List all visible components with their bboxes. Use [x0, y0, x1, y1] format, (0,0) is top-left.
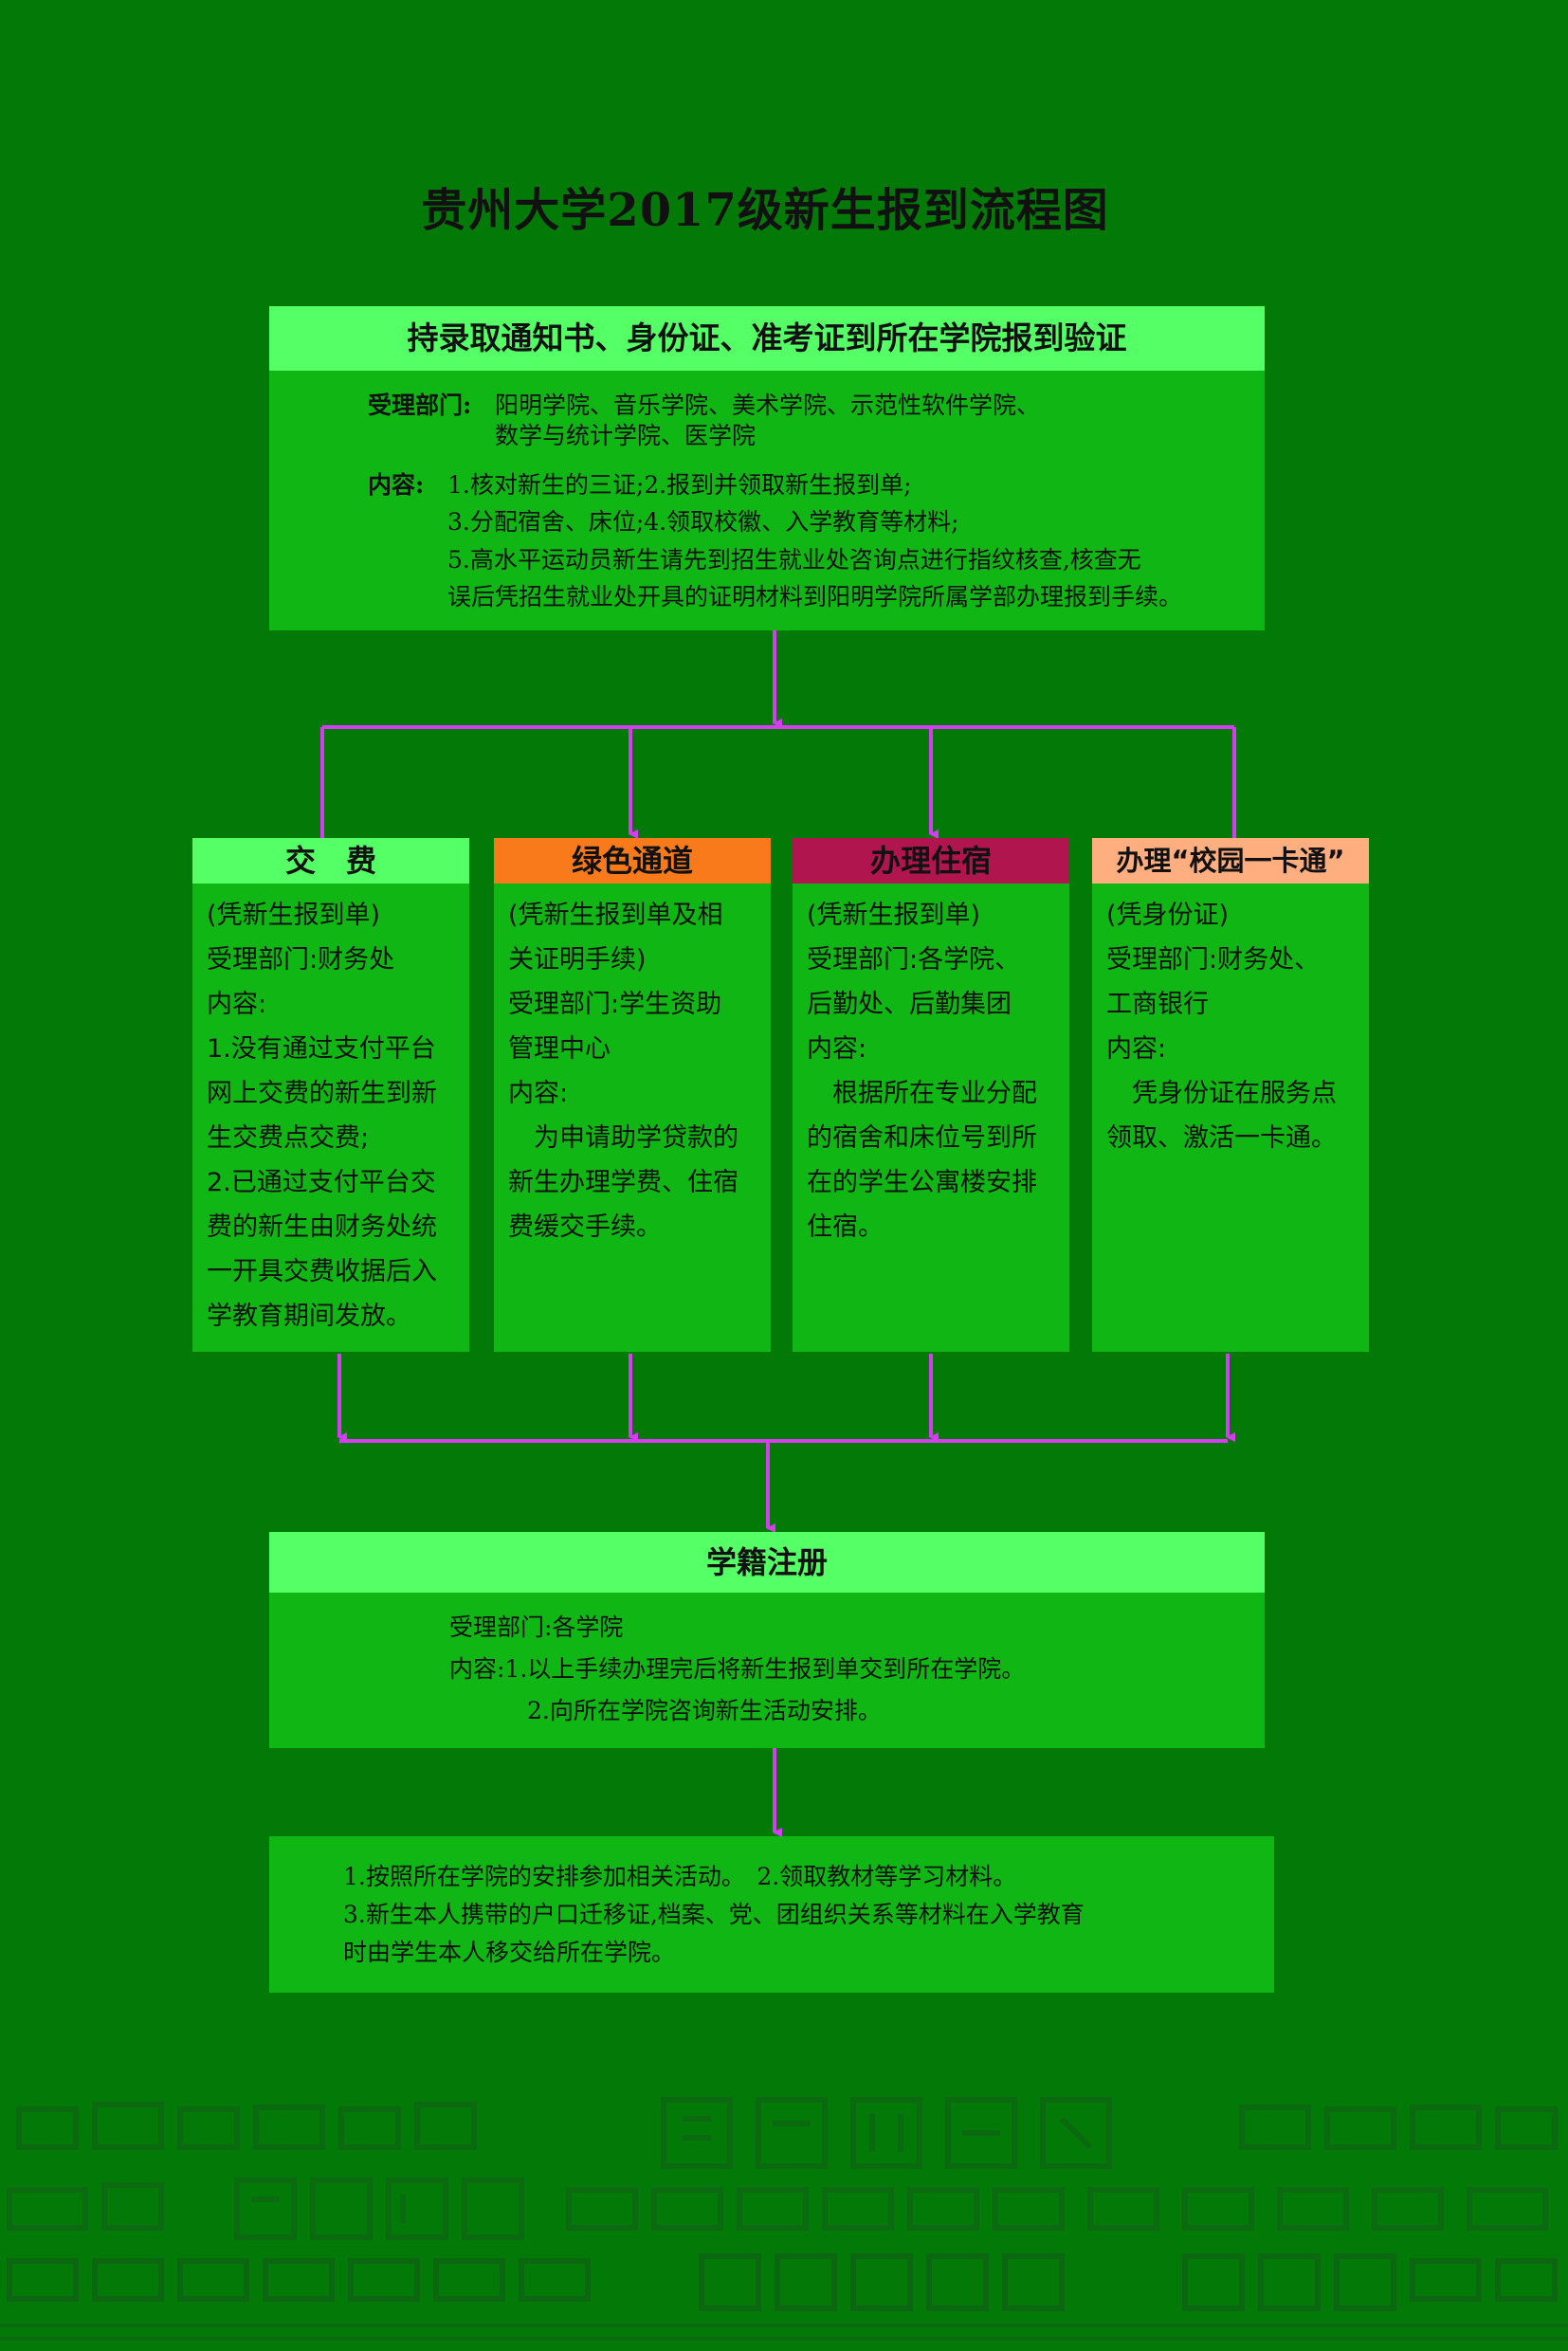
- step1-dept-label: 受理部门:: [368, 392, 472, 419]
- column-line: 费的新生由财务处统: [207, 1212, 437, 1242]
- column-header: 绿色通道: [494, 838, 771, 884]
- column-body: (凭新生报到单) 受理部门:各学院、 后勤处、后勤集团 内容: 根据所在专业分配…: [793, 884, 1069, 1249]
- column-line: 受理部门:财务处、: [1106, 945, 1321, 975]
- column-line: 工商银行: [1106, 990, 1209, 1019]
- column-line: 1.没有通过支付平台: [207, 1034, 436, 1064]
- page-title: 贵州大学2017级新生报到流程图: [0, 173, 1568, 239]
- column-line: 受理部门:各学院、: [807, 945, 1021, 975]
- step1-content-line3: 5.高水平运动员新生请先到招生就业处咨询点进行指纹核查,核查无: [447, 546, 1141, 574]
- column-line: 后勤处、后勤集团: [807, 990, 1012, 1019]
- final-line3: 时由学生本人移交给所在学院。: [343, 1939, 676, 1966]
- column-line: 学教育期间发放。: [207, 1302, 411, 1331]
- column-line: (凭新生报到单): [207, 901, 381, 930]
- column-line: 根据所在专业分配: [807, 1079, 1037, 1108]
- step1-content-line4: 误后凭招生就业处开具的证明材料到阳明学院所属学部办理报到手续。: [447, 583, 1183, 611]
- step1-dept-line1: 阳明学院、音乐学院、美术学院、示范性软件学院、: [495, 392, 1041, 419]
- registration-header: 学籍注册: [269, 1532, 1265, 1593]
- decorative-calligraphy-pattern: [0, 2097, 1568, 2341]
- column-line: 凭身份证在服务点: [1106, 1079, 1337, 1108]
- column-body: (凭新生报到单及相 关证明手续) 受理部门:学生资助 管理中心 内容: 为申请助…: [494, 884, 771, 1249]
- pattern-row-1: [16, 2097, 1558, 2169]
- registration-dept: 受理部门:各学院: [449, 1613, 624, 1641]
- column-line: 内容:: [508, 1079, 569, 1108]
- final-line1: 1.按照所在学院的安排参加相关活动。 2.领取教材等学习材料。: [343, 1863, 1017, 1890]
- page-title-text: 贵州大学2017级新生报到流程图: [421, 184, 1109, 237]
- step1-box: 持录取通知书、身份证、准考证到所在学院报到验证 受理部门: 阳明学院、音乐学院、…: [269, 306, 1265, 630]
- column-line: (凭身份证): [1106, 901, 1230, 930]
- final-box: 1.按照所在学院的安排参加相关活动。 2.领取教材等学习材料。 3.新生本人携带…: [269, 1836, 1274, 1993]
- column-body: (凭新生报到单) 受理部门:财务处 内容: 1.没有通过支付平台 网上交费的新生…: [192, 884, 469, 1339]
- column-line: 在的学生公寓楼安排: [807, 1168, 1037, 1197]
- column-green-channel: 绿色通道 (凭新生报到单及相 关证明手续) 受理部门:学生资助 管理中心 内容:…: [494, 838, 771, 1352]
- column-line: 内容:: [1106, 1034, 1167, 1064]
- column-header: 交 费: [192, 838, 469, 884]
- column-line: 为申请助学贷款的: [508, 1123, 738, 1153]
- column-line: 受理部门:学生资助: [508, 990, 722, 1019]
- column-body: (凭身份证) 受理部门:财务处、 工商银行 内容: 凭身份证在服务点 领取、激活…: [1092, 884, 1369, 1160]
- step1-content-label: 内容:: [368, 471, 425, 499]
- column-payment: 交 费 (凭新生报到单) 受理部门:财务处 内容: 1.没有通过支付平台 网上交…: [192, 838, 469, 1352]
- column-line: 2.已通过支付平台交: [207, 1168, 436, 1197]
- column-line: 关证明手续): [508, 945, 647, 975]
- column-line: 费缓交手续。: [508, 1212, 662, 1242]
- column-line: 受理部门:财务处: [207, 945, 395, 975]
- column-line: 住宿。: [807, 1212, 884, 1242]
- step1-content-line1: 1.核对新生的三证;2.报到并领取新生报到单;: [447, 471, 912, 499]
- column-line: 新生办理学费、住宿: [508, 1168, 738, 1197]
- registration-content-line1: 内容:1.以上手续办理完后将新生报到单交到所在学院。: [449, 1655, 1026, 1683]
- column-line: (凭新生报到单及相: [508, 901, 723, 930]
- column-header: 办理“校园一卡通”: [1092, 838, 1369, 884]
- final-line2: 3.新生本人携带的户口迁移证,档案、党、团组织关系等材料在入学教育: [343, 1901, 1085, 1928]
- column-campus-card: 办理“校园一卡通” (凭身份证) 受理部门:财务处、 工商银行 内容: 凭身份证…: [1092, 838, 1369, 1352]
- pattern-row-4: [0, 2324, 1568, 2341]
- step1-content-line2: 3.分配宿舍、床位;4.领取校徽、入学教育等材料;: [447, 508, 959, 536]
- column-line: 的宿舍和床位号到所: [807, 1123, 1037, 1153]
- registration-content-line2: 2.向所在学院咨询新生活动安排。: [527, 1697, 882, 1724]
- column-line: 网上交费的新生到新: [207, 1079, 437, 1108]
- step1-dept-line2: 数学与统计学院、医学院: [495, 422, 757, 449]
- column-dormitory: 办理住宿 (凭新生报到单) 受理部门:各学院、 后勤处、后勤集团 内容: 根据所…: [793, 838, 1069, 1352]
- column-line: 内容:: [807, 1034, 867, 1064]
- column-header: 办理住宿: [793, 838, 1069, 884]
- column-line: 内容:: [207, 990, 267, 1019]
- column-line: 管理中心: [508, 1034, 611, 1064]
- column-line: 一开具交费收据后入: [207, 1257, 437, 1286]
- column-line: 生交费点交费;: [207, 1123, 370, 1153]
- column-line: 领取、激活一卡通。: [1106, 1123, 1337, 1153]
- registration-box: 学籍注册 受理部门:各学院 内容:1.以上手续办理完后将新生报到单交到所在学院。…: [269, 1532, 1265, 1748]
- pattern-row-3: [7, 2253, 1558, 2311]
- pattern-row-2: [7, 2178, 1548, 2240]
- column-line: (凭新生报到单): [807, 901, 981, 930]
- step1-header: 持录取通知书、身份证、准考证到所在学院报到验证: [269, 306, 1265, 371]
